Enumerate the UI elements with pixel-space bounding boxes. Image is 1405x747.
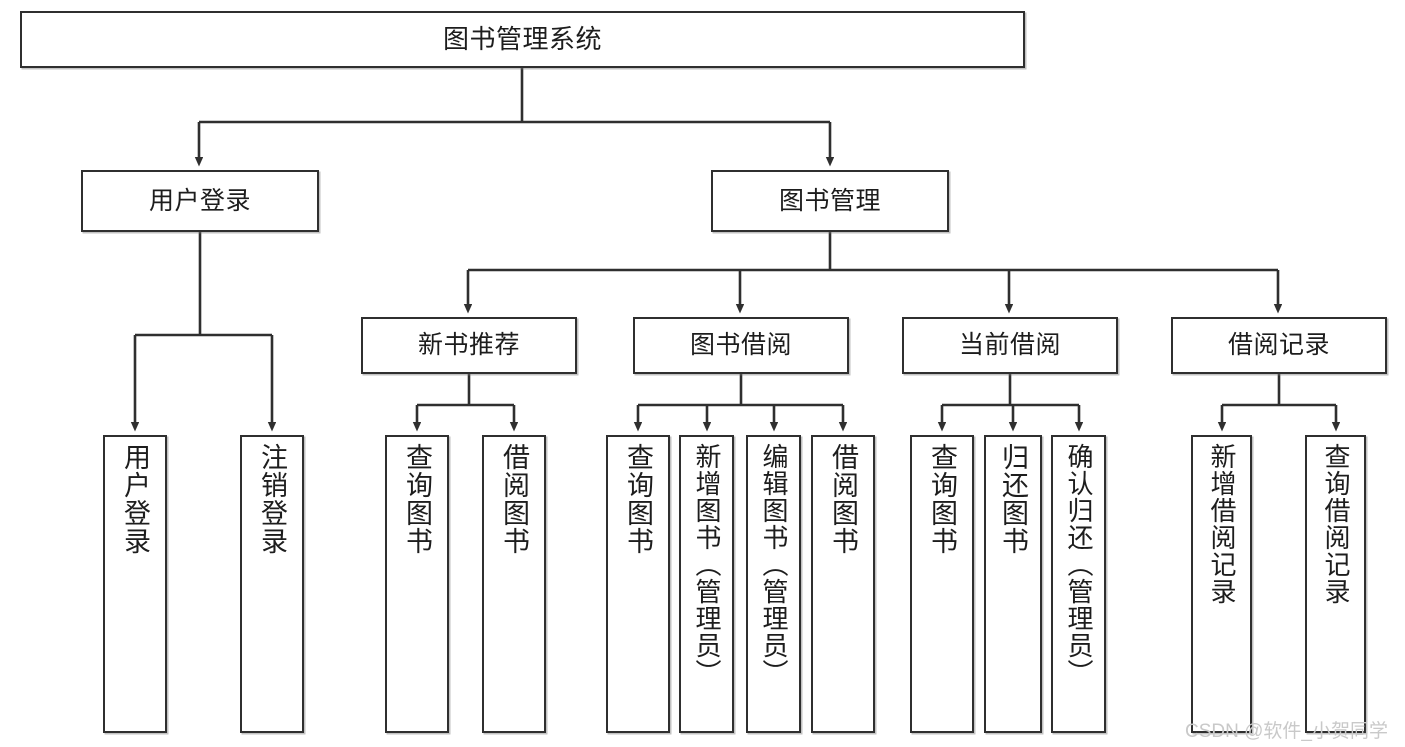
node-label: 注销登录 [257, 443, 288, 555]
node-label: 借阅图书 [499, 443, 530, 555]
node-label: 当前借阅 [958, 331, 1061, 360]
node-label: 新增借阅记录 [1207, 443, 1238, 605]
node-label: 借阅图书 [828, 443, 859, 555]
node-label: 图书管理 [778, 186, 881, 215]
node-label: 新增图书（管理员） [692, 443, 723, 686]
node-label: 图书借阅 [689, 331, 792, 360]
node-leaf-query-record[interactable]: 查询借阅记录 [1305, 435, 1366, 733]
node-label: 归还图书 [998, 443, 1029, 555]
node-leaf-borrow-book-2[interactable]: 借阅图书 [811, 435, 875, 733]
node-label: 借阅记录 [1227, 331, 1330, 360]
node-book-manage[interactable]: 图书管理 [711, 170, 949, 232]
node-leaf-user-login[interactable]: 用户登录 [103, 435, 167, 733]
node-root[interactable]: 图书管理系统 [20, 11, 1025, 68]
node-label: 查询图书 [927, 443, 958, 555]
node-label: 图书管理系统 [442, 23, 602, 54]
node-label: 用户登录 [120, 443, 151, 555]
node-label: 查询图书 [402, 443, 433, 555]
node-current-borrow[interactable]: 当前借阅 [902, 317, 1118, 374]
node-leaf-add-record[interactable]: 新增借阅记录 [1191, 435, 1252, 733]
node-leaf-query-book-2[interactable]: 查询图书 [606, 435, 670, 733]
node-book-borrow[interactable]: 图书借阅 [633, 317, 849, 374]
node-leaf-borrow-book-1[interactable]: 借阅图书 [482, 435, 546, 733]
node-new-book-rec[interactable]: 新书推荐 [361, 317, 577, 374]
csdn-watermark: CSDN @软件_小贺同学 [1185, 721, 1388, 742]
node-leaf-query-book-3[interactable]: 查询图书 [910, 435, 974, 733]
node-leaf-user-logout[interactable]: 注销登录 [240, 435, 304, 733]
node-leaf-query-book-1[interactable]: 查询图书 [385, 435, 449, 733]
node-leaf-confirm-return[interactable]: 确认归还（管理员） [1051, 435, 1106, 733]
node-borrow-record[interactable]: 借阅记录 [1171, 317, 1387, 374]
node-leaf-add-book[interactable]: 新增图书（管理员） [679, 435, 734, 733]
node-label: 编辑图书（管理员） [759, 443, 790, 686]
node-label: 查询图书 [623, 443, 654, 555]
node-label: 确认归还（管理员） [1064, 443, 1095, 686]
node-user-login[interactable]: 用户登录 [81, 170, 319, 232]
node-label: 查询借阅记录 [1321, 443, 1352, 605]
node-leaf-edit-book[interactable]: 编辑图书（管理员） [746, 435, 801, 733]
node-label: 用户登录 [148, 186, 251, 215]
node-leaf-return-book[interactable]: 归还图书 [984, 435, 1042, 733]
node-label: 新书推荐 [417, 331, 520, 360]
